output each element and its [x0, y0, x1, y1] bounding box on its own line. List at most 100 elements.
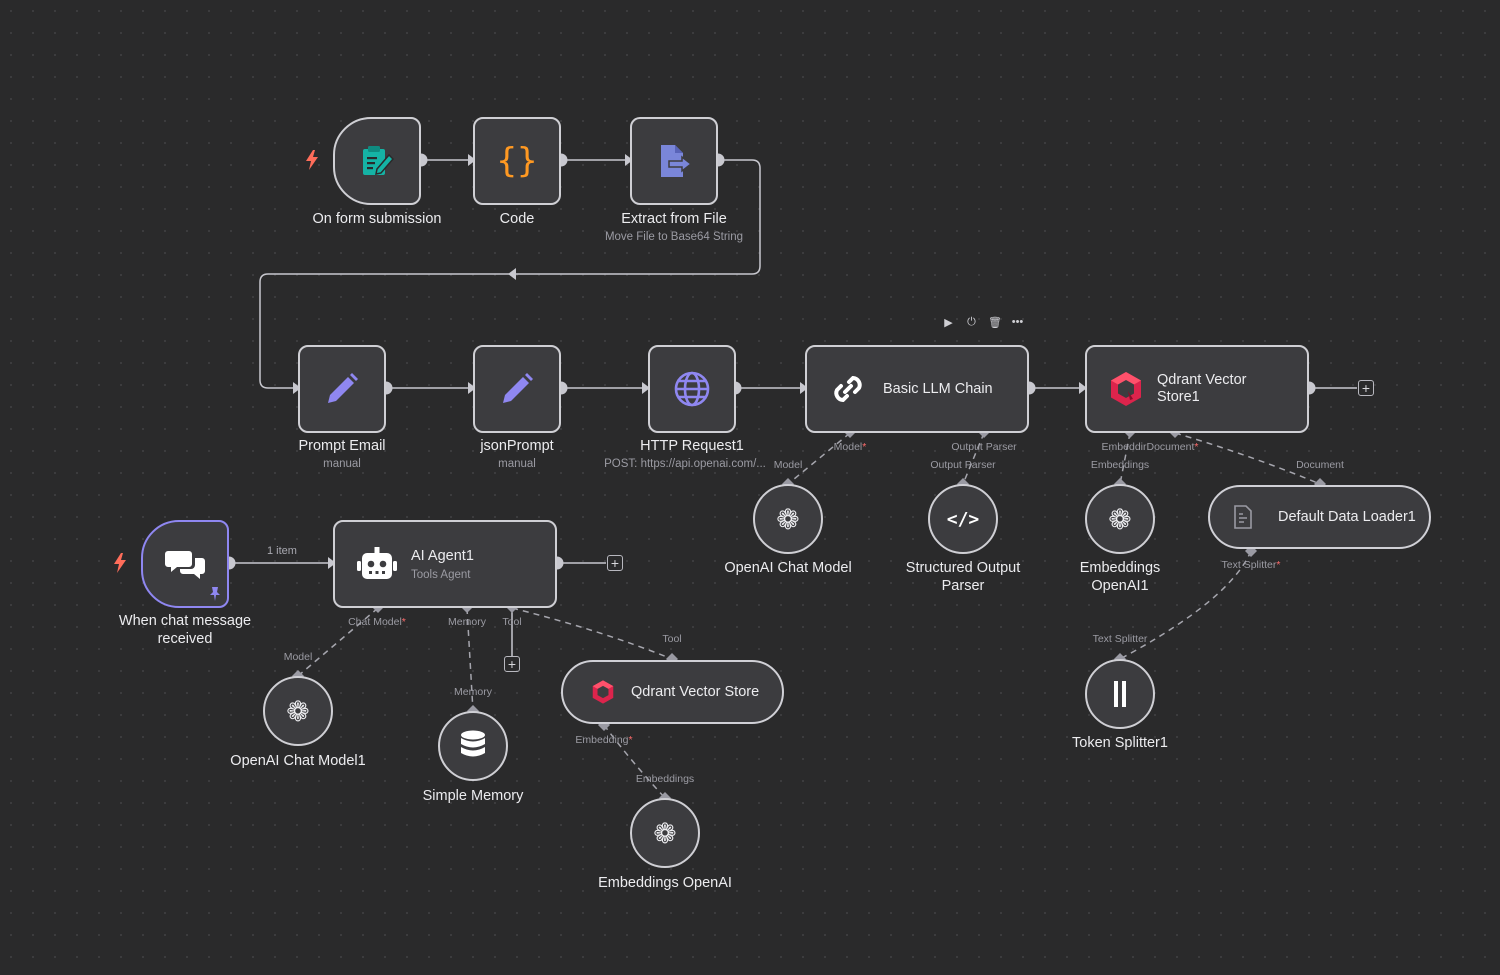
lightning-icon — [306, 150, 318, 170]
node-label: jsonPrompt — [480, 438, 554, 454]
node-structured-output-parser[interactable]: </> — [928, 484, 998, 554]
node-token-splitter[interactable] — [1085, 659, 1155, 729]
node-label: Code — [499, 211, 535, 227]
node-on-form-submission[interactable] — [333, 117, 421, 205]
node-subtitle: manual — [323, 458, 361, 470]
qdrant-logo-icon — [1111, 372, 1141, 406]
node-chat-trigger[interactable] — [141, 520, 229, 608]
port-label: Text Splitter — [1092, 633, 1148, 645]
pin-icon — [210, 587, 220, 601]
port-label: Memory — [448, 616, 486, 628]
node-label: Store1 — [1157, 389, 1200, 405]
node-label: HTTP Request1 — [640, 438, 744, 454]
node-code[interactable]: {} — [473, 117, 561, 205]
port-label: Embeddings — [635, 773, 695, 785]
port-label: Output Parser — [930, 459, 996, 471]
node-label: Default Data Loader1 — [1278, 508, 1416, 525]
node-qdrant-vector-store1[interactable]: Qdrant Vector Store1 — [1085, 345, 1309, 433]
globe-icon — [674, 371, 710, 407]
openai-icon: ❁ — [776, 503, 800, 535]
node-label: Qdrant Vector — [1157, 372, 1247, 388]
pencil-icon — [328, 373, 358, 403]
node-label: Prompt Email — [298, 438, 386, 454]
node-basic-llm-chain[interactable]: Basic LLM Chain — [805, 345, 1029, 433]
edge-item-count: 1 item — [267, 545, 297, 557]
lightning-icon — [114, 553, 126, 573]
edge-qdrant1-embedding — [1119, 432, 1131, 485]
node-label: Embeddings OpenAI — [598, 875, 732, 891]
port-label: Output Parser — [951, 441, 1017, 453]
node-label: Token Splitter1 — [1072, 735, 1168, 751]
add-node-button[interactable]: + — [1358, 380, 1374, 396]
form-icon — [363, 146, 395, 175]
node-label: Extract from File — [621, 211, 727, 227]
node-openai-chat-model1[interactable]: ❁ — [263, 676, 333, 746]
port-label: Model* — [833, 441, 867, 453]
port-label: EmbeddirDocument* — [1101, 441, 1199, 453]
port-label: Memory — [454, 686, 492, 698]
code-tag-icon: </> — [946, 508, 980, 530]
link-icon — [834, 375, 862, 403]
port-label: Embedding* — [575, 734, 633, 746]
curly-braces-icon: {} — [496, 141, 538, 181]
node-label: OpenAI Chat Model — [724, 560, 852, 576]
node-http-request[interactable] — [648, 345, 736, 433]
node-toolbar: ▶ ⏻ 🗑 ••• — [942, 316, 1024, 329]
port-label: Model — [773, 459, 803, 471]
openai-icon: ❁ — [1108, 503, 1132, 535]
port-label: Document — [1296, 459, 1344, 471]
node-label: On form submission — [312, 211, 442, 227]
node-extract-from-file[interactable] — [630, 117, 718, 205]
database-icon — [461, 730, 485, 757]
node-label: Simple Memory — [422, 788, 524, 804]
node-embeddings-openai1[interactable]: ❁ — [1085, 484, 1155, 554]
edge-qdrant-embedding — [603, 724, 666, 799]
edge-llm-parser — [962, 432, 985, 485]
node-subtitle: Tools Agent — [411, 568, 471, 581]
edge-agent-tool — [511, 607, 673, 660]
port-label: Tool — [502, 616, 522, 628]
port-label: Embeddings — [1090, 459, 1150, 471]
openai-icon: ❁ — [653, 817, 677, 849]
node-prompt-email[interactable] — [298, 345, 386, 433]
trash-icon[interactable]: 🗑 — [988, 317, 1002, 329]
node-label: Qdrant Vector Store — [631, 683, 760, 700]
node-label: OpenAI Chat Model1 — [230, 753, 366, 769]
chat-bubbles-icon — [165, 551, 205, 579]
edge-loader-splitter — [1119, 550, 1252, 660]
node-subtitle: Move File to Base64 String — [604, 231, 744, 243]
power-icon[interactable]: ⏻ — [967, 316, 976, 328]
split-bars-icon — [1114, 681, 1126, 707]
node-simple-memory[interactable] — [438, 711, 508, 781]
more-icon[interactable]: ••• — [1011, 316, 1024, 328]
node-json-prompt[interactable] — [473, 345, 561, 433]
openai-icon: ❁ — [286, 695, 310, 727]
robot-icon — [357, 547, 397, 579]
node-label: AI Agent1 — [411, 547, 474, 564]
port-label: Text Splitter* — [1221, 559, 1281, 571]
port-label: Model — [283, 651, 313, 663]
node-qdrant-vector-store[interactable]: Qdrant Vector Store — [561, 660, 784, 724]
add-node-button[interactable]: + — [607, 555, 623, 571]
document-icon — [1234, 505, 1252, 529]
node-ai-agent[interactable]: AI Agent1 Tools Agent — [333, 520, 557, 608]
node-subtitle: manual — [498, 458, 536, 470]
node-subtitle: POST: https://api.openai.com/... — [604, 458, 766, 470]
node-label: Basic LLM Chain — [883, 380, 993, 397]
file-export-icon — [661, 145, 693, 177]
edge-llm-model — [787, 432, 851, 485]
port-label: Tool — [662, 633, 682, 645]
play-icon[interactable]: ▶ — [944, 317, 953, 329]
add-tool-button[interactable]: + — [504, 656, 520, 672]
node-default-data-loader[interactable]: Default Data Loader1 — [1208, 485, 1431, 549]
node-embeddings-openai[interactable]: ❁ — [630, 798, 700, 868]
pencil-icon — [503, 373, 533, 403]
port-label: Chat Model* — [348, 616, 406, 628]
node-openai-chat-model[interactable]: ❁ — [753, 484, 823, 554]
qdrant-logo-icon — [592, 680, 614, 704]
